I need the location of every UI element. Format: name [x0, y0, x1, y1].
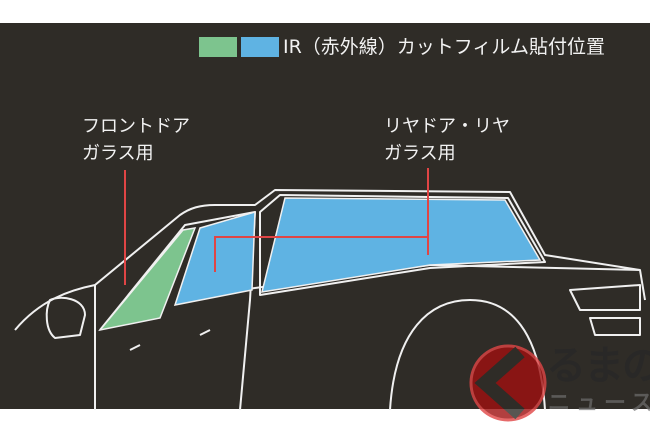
headlight: [569, 284, 641, 336]
rear-pointer-line: [214, 168, 429, 272]
front-label-line2: ガラス用: [82, 143, 154, 164]
front-glass-green: [98, 227, 197, 332]
front-label-line1: フロントドア: [82, 116, 190, 137]
legend-text: IR（赤外線）カットフィルム貼付位置: [283, 36, 606, 58]
mirror: [45, 296, 86, 339]
rear-label-line2: ガラス用: [384, 143, 456, 164]
rear-wheel-arch: [389, 299, 546, 411]
door-handle: [129, 329, 211, 351]
logo-text: るまの: [546, 343, 650, 389]
rear-door-outline: [259, 194, 546, 296]
logo-subtext: ニュース: [548, 391, 650, 416]
rear-door-label: リヤドア・リヤ ガラス用: [384, 113, 510, 167]
rear-glass-blue: [261, 197, 542, 293]
legend-swatch-green: [199, 37, 237, 57]
legend: IR（赤外線）カットフィルム貼付位置: [199, 36, 605, 58]
legend-swatch-blue: [241, 37, 279, 57]
front-door-label: フロントドア ガラス用: [82, 113, 190, 167]
rear-label-line1: リヤドア・リヤ: [384, 116, 510, 137]
logo-mark: [469, 344, 547, 422]
